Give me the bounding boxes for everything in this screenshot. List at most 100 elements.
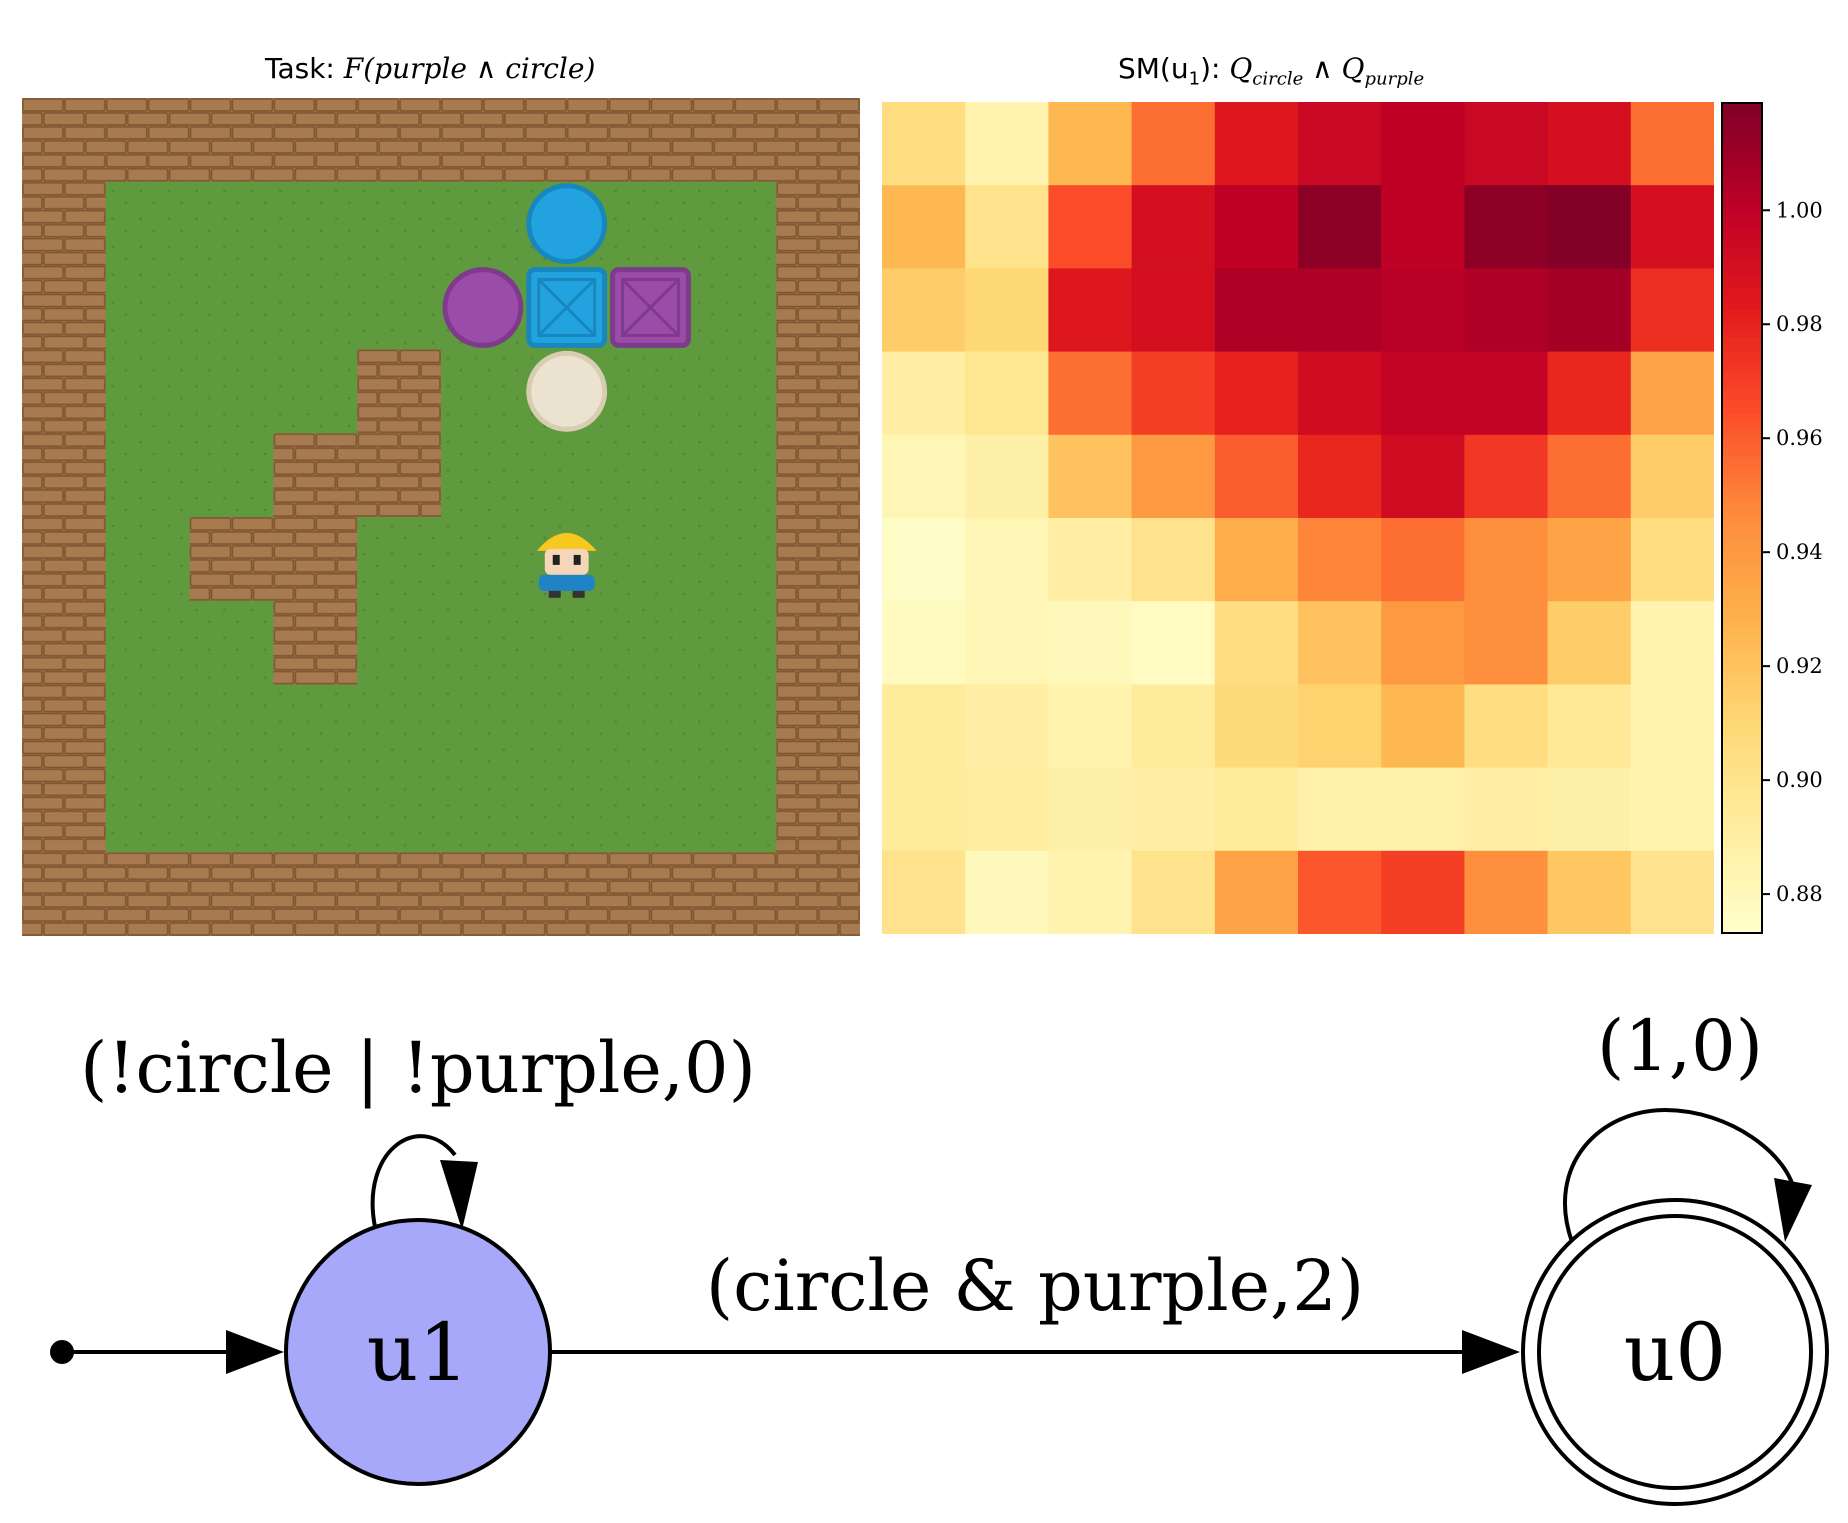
heatmap-cell-r4-c0	[882, 434, 966, 519]
heatmap-cell-r1-c1	[965, 185, 1049, 269]
colorbar-segment	[1722, 386, 1762, 394]
heatmap-cell-r0-c2	[1048, 102, 1133, 186]
heatmap-cell-r2-c1	[965, 268, 1049, 353]
heatmap-cell-r1-c3	[1131, 185, 1216, 269]
heatmap-cell-r0-c6	[1381, 102, 1465, 186]
sm-and: ∧	[1312, 52, 1333, 85]
agent-eye-left	[552, 554, 560, 565]
colorbar-frame	[1721, 102, 1763, 934]
colorbar-segment	[1722, 102, 1762, 110]
heatmap-cell-r1-c0	[882, 185, 966, 269]
colorbar-segment	[1722, 691, 1762, 699]
colorbar-segment	[1722, 212, 1762, 221]
colorbar-segment	[1722, 351, 1762, 360]
colorbar-segment	[1722, 192, 1762, 200]
heatmap-cell-r4-c3	[1131, 434, 1216, 519]
blue-box	[526, 267, 608, 348]
colorbar-tick-label: 0.94	[1776, 540, 1823, 564]
colorbar-segment	[1722, 559, 1762, 568]
colorbar-segment	[1722, 531, 1762, 540]
colorbar-segment	[1722, 282, 1762, 290]
colorbar-segment	[1722, 864, 1762, 873]
colorbar-tick-label: 0.88	[1776, 882, 1823, 906]
heatmap-cell-r8-c7	[1464, 767, 1549, 852]
colorbar-segment	[1722, 524, 1762, 533]
heatmap-cell-r8-c8	[1547, 767, 1632, 852]
heatmap-cell-r5-c1	[965, 518, 1049, 602]
colorbar-segment	[1722, 316, 1762, 325]
colorbar-segment	[1722, 746, 1762, 755]
task-title: Task: F(purple ∧ circle)	[265, 52, 595, 85]
agent-body	[538, 574, 595, 591]
colorbar-segment	[1722, 670, 1762, 679]
sm-formula: Qcircle ∧ Qpurple	[1229, 52, 1424, 90]
heatmap-cell-r4-c8	[1547, 434, 1632, 519]
colorbar-segment	[1722, 913, 1762, 921]
heatmap-cell-r7-c2	[1048, 684, 1133, 769]
colorbar-segment	[1722, 323, 1762, 332]
task-formula: F(purple ∧ circle)	[343, 52, 596, 85]
heatmap-cell-r0-c9	[1630, 102, 1714, 186]
colorbar-segment	[1722, 684, 1762, 692]
heatmap-cell-r7-c0	[882, 684, 966, 769]
colorbar-segment	[1722, 268, 1762, 276]
heatmap	[882, 102, 1714, 934]
heatmap-cell-r9-c5	[1298, 850, 1382, 934]
sm-q1-sub: circle	[1252, 68, 1304, 90]
heatmap-cell-r7-c7	[1464, 684, 1549, 769]
heatmap-cell-r2-c4	[1214, 268, 1299, 353]
colorbar-segment	[1722, 920, 1762, 928]
edge-label-u1-u1: (!circle | !purple,0)	[80, 1027, 756, 1109]
colorbar-tick-label: 0.96	[1776, 426, 1823, 450]
heatmap-cell-r1-c8	[1547, 185, 1632, 269]
colorbar-segment	[1722, 538, 1762, 547]
colorbar-segment	[1722, 289, 1762, 297]
heatmap-cell-r2-c2	[1048, 268, 1133, 353]
colorbar-segment	[1722, 580, 1762, 588]
heatmap-cell-r2-c9	[1630, 268, 1714, 353]
sm-q2: Q	[1341, 52, 1365, 85]
heatmap-cell-r5-c6	[1381, 518, 1465, 602]
colorbar-segment	[1722, 310, 1762, 318]
heatmap-cell-r6-c3	[1131, 601, 1216, 685]
colorbar-segment	[1722, 608, 1762, 616]
heatmap-cell-r7-c4	[1214, 684, 1299, 769]
agent-eye-right	[573, 554, 581, 565]
colorbar-segment	[1722, 552, 1762, 561]
self-loop-u1	[370, 1134, 457, 1228]
heatmap-cell-r8-c9	[1630, 767, 1714, 852]
colorbar-segment	[1722, 434, 1762, 443]
colorbar-segment	[1722, 753, 1762, 762]
heatmap-cell-r7-c9	[1630, 684, 1714, 769]
heatmap-cell-r8-c5	[1298, 767, 1382, 852]
heatmap-cell-r6-c0	[882, 601, 966, 685]
colorbar-segment	[1722, 705, 1762, 713]
heatmap-cell-r5-c9	[1630, 518, 1714, 602]
sm-title-prefix: SM(u	[1118, 52, 1189, 85]
heatmap-cell-r2-c3	[1131, 268, 1216, 353]
colorbar-segment	[1722, 802, 1762, 810]
heatmap-cell-r5-c4	[1214, 518, 1299, 602]
node-u0-label: u0	[1624, 1306, 1726, 1399]
wall-tile	[273, 517, 358, 601]
colorbar-segment	[1722, 511, 1762, 519]
heatmap-cell-r3-c0	[882, 351, 966, 436]
colorbar-segment	[1722, 615, 1762, 623]
heatmap-cell-r4-c4	[1214, 434, 1299, 519]
wall-tile	[273, 433, 358, 517]
heatmap-cell-r5-c7	[1464, 518, 1549, 602]
colorbar-segment	[1722, 573, 1762, 581]
heatmap-cell-r9-c8	[1547, 850, 1632, 934]
inner-walls	[189, 349, 441, 685]
colorbar-segment	[1722, 878, 1762, 887]
heatmap-cell-r4-c6	[1381, 434, 1465, 519]
node-u1-label: u1	[367, 1306, 469, 1399]
heatmap-cell-r2-c7	[1464, 268, 1549, 353]
colorbar-segment	[1722, 129, 1762, 138]
sm-title: SM(u1): Qcircle ∧ Qpurple	[1118, 52, 1424, 90]
colorbar-segment	[1722, 420, 1762, 429]
purple-box	[610, 267, 691, 348]
agent-face	[544, 548, 589, 575]
automaton-diagram: u1 (!circle | !purple,0) (circle & purpl…	[50, 1005, 1829, 1506]
colorbar-segment	[1722, 663, 1762, 672]
